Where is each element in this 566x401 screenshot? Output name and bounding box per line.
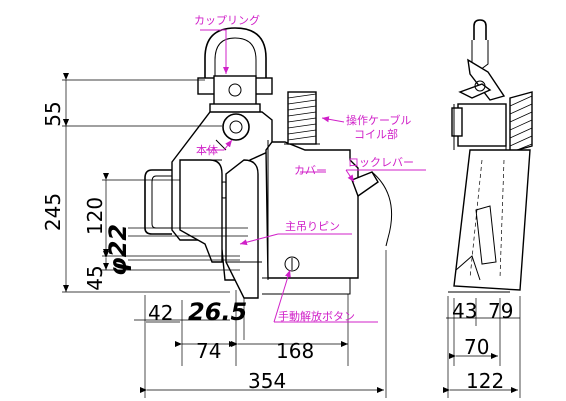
dim-74: 74 (196, 339, 221, 363)
label-cable-coil-2: コイル部 (354, 127, 398, 141)
dim-168: 168 (276, 339, 314, 363)
dim-42: 42 (148, 301, 173, 325)
label-cover: カバー (294, 164, 327, 177)
dim-phi22: φ22 (104, 224, 132, 276)
dim-245: 245 (41, 193, 65, 231)
lock-lever (351, 171, 393, 247)
dim-120: 120 (83, 197, 107, 235)
cover-housing (262, 140, 359, 295)
part-labels: カップリング 操作ケーブル コイル部 本体 カバー ロックレバー 主吊りピン 手… (194, 13, 414, 323)
label-lock-lever: ロックレバー (348, 156, 414, 169)
dim-79: 79 (488, 299, 513, 323)
front-view (144, 27, 393, 299)
dimension-lines (62, 73, 521, 398)
dim-26-5: 26.5 (188, 298, 247, 326)
dim-45: 45 (83, 265, 107, 290)
callout-leaders (200, 29, 426, 323)
cable-coil (284, 91, 320, 145)
label-cable-coil: 操作ケーブル (346, 113, 411, 127)
jaws (179, 159, 262, 299)
coupling-ring (197, 27, 273, 115)
dim-43: 43 (452, 299, 477, 323)
dim-354: 354 (248, 369, 286, 393)
side-handle (144, 169, 172, 235)
dim-55: 55 (41, 101, 65, 126)
label-coupling: カップリング (194, 13, 260, 27)
label-release-button: 手動解放ボタン (278, 309, 355, 323)
side-view (448, 19, 533, 293)
dim-70: 70 (464, 335, 489, 359)
dim-122: 122 (466, 369, 504, 393)
dimension-values: 55 245 120 φ22 45 42 26.5 74 168 354 43 … (41, 101, 513, 393)
label-body: 本体 (196, 143, 218, 157)
label-main-pin: 主吊りピン (285, 220, 340, 233)
